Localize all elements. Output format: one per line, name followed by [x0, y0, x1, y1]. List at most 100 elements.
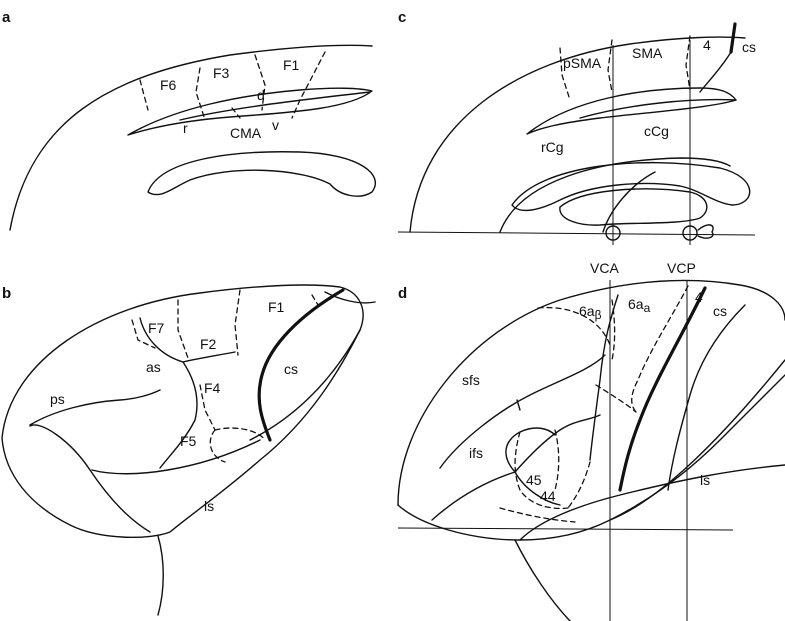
panel-c-border-sma-4	[685, 35, 691, 91]
label-cs-c: cs	[742, 39, 756, 55]
panel-c-posterior-commissure	[682, 225, 698, 241]
panel-b-border-f5	[214, 427, 266, 441]
panel-c-hemisphere-outline	[409, 36, 746, 233]
panel-c-corpus-callosum	[511, 161, 751, 212]
panel-d-precentral-sulcus	[589, 294, 619, 461]
panel-d: d VCA VCP 6aβ 6aa 4 cs sfs ifs 45 44	[397, 260, 785, 621]
label-f3: F3	[213, 65, 230, 81]
panel-a-border-f6-f3	[195, 67, 206, 121]
panel-d-central-sulcus	[618, 286, 707, 492]
panel-d-sfs-branch	[516, 399, 521, 411]
label-6a-beta: 6aβ	[579, 303, 602, 322]
panel-a-border-f3-f1	[254, 54, 266, 111]
label-cs-b: cs	[284, 361, 298, 377]
panel-b-sylvian	[249, 329, 361, 441]
panel-letter-b: b	[2, 285, 11, 302]
panel-letter-c: c	[398, 9, 406, 26]
panel-d-border-44-right	[567, 461, 591, 509]
label-6a-alpha: 6aa	[628, 296, 651, 315]
panel-c-cingulate-inner	[579, 98, 737, 119]
panel-c: c pSMA SMA 4 cs rCg cCg	[397, 9, 756, 245]
panel-c-lower-arc	[499, 157, 731, 233]
label-f7: F7	[148, 320, 165, 336]
panel-b-cs-tail	[324, 291, 376, 304]
panel-c-pineal	[697, 224, 714, 239]
panel-c-anterior-commissure	[605, 225, 621, 241]
panel-d-brainstem	[514, 539, 571, 621]
panel-b-ls-sulcus	[91, 439, 261, 475]
panel-d-border-6aa-4	[631, 285, 689, 413]
label-ifs: ifs	[469, 445, 483, 461]
panel-a: a F6 F3 F1 d r v CMA	[2, 9, 377, 231]
label-vca: VCA	[590, 260, 619, 276]
label-ls-d: ls	[700, 472, 710, 488]
panel-letter-d: d	[398, 285, 407, 302]
panel-c-ac-pc-line	[397, 231, 756, 236]
panel-a-corpus-callosum	[147, 151, 377, 197]
panel-d-border-45	[514, 431, 569, 510]
label-area-45: 45	[526, 472, 542, 488]
panel-b-hemisphere-outline	[1, 284, 364, 538]
label-ccg: cCg	[644, 123, 669, 139]
panel-b-brainstem	[157, 535, 164, 616]
panel-a-border-f1-right	[291, 51, 326, 119]
panel-d-border-6a-lower	[595, 384, 637, 413]
panel-d-border-6ab-6aa	[611, 299, 616, 361]
panel-letter-a: a	[2, 9, 11, 26]
panel-d-inferior-frontal-sulcus	[431, 414, 601, 521]
label-f6: F6	[160, 77, 177, 93]
panel-c-border-psma-front	[559, 47, 571, 101]
panel-d-superior-frontal-sulcus	[439, 354, 606, 469]
panel-b-arcuate-sulcus	[139, 317, 198, 469]
panel-d-border-6ab-front	[537, 306, 611, 346]
label-ls-b: ls	[204, 498, 214, 514]
panel-c-border-psma-sma	[607, 39, 613, 93]
panel-b: b F1 F7 F2 cs as F4 ps F5 ls	[1, 284, 376, 616]
label-f4: F4	[204, 380, 221, 396]
panel-c-cingulate	[526, 87, 737, 135]
panel-d-lateral-sulcus	[609, 374, 785, 521]
panel-a-border-r-v	[231, 107, 241, 119]
panel-b-border-f4-f1	[199, 384, 216, 431]
panel-d-temporal-lobe	[519, 464, 785, 541]
label-f2: F2	[200, 336, 217, 352]
panel-a-cingulate-upper	[127, 87, 373, 136]
panel-b-border-f2-f1	[234, 289, 241, 356]
label-sfs: sfs	[462, 372, 480, 388]
panel-b-as-upper	[182, 351, 236, 363]
panel-d-ifs-loop	[505, 427, 556, 473]
label-f1-b: F1	[268, 299, 285, 315]
label-as: as	[146, 359, 161, 375]
panel-d-postcentral	[667, 304, 746, 491]
label-v: v	[272, 117, 279, 133]
label-area-4-c: 4	[703, 37, 711, 53]
panel-a-cingulate-inner	[179, 91, 371, 121]
panel-b-principal-sulcus	[29, 389, 161, 426]
panel-c-thalamus	[559, 188, 708, 226]
label-area-44: 44	[540, 488, 556, 504]
panel-c-cs-lower	[699, 51, 732, 93]
panel-b-temporal-pole	[29, 424, 151, 533]
panel-b-border-f5-lower	[209, 429, 226, 463]
panel-a-border-f6-left	[139, 79, 149, 111]
label-cma: CMA	[230, 125, 262, 141]
label-ps: ps	[50, 391, 65, 407]
panel-d-border-45-44	[554, 429, 560, 491]
panel-d-ac-pc-line	[397, 527, 734, 531]
label-psma: pSMA	[563, 55, 602, 71]
panel-c-central-sulcus	[729, 22, 737, 54]
label-vcp: VCP	[667, 260, 696, 276]
panel-b-central-sulcus	[257, 288, 345, 442]
panel-b-border-f7-f2	[177, 299, 189, 359]
label-sma: SMA	[632, 45, 663, 61]
panel-a-hemisphere-outline	[9, 44, 373, 231]
panel-c-fornix	[602, 171, 656, 233]
panel-d-border-44-bottom	[499, 507, 576, 523]
label-r: r	[183, 120, 188, 136]
panel-b-border-top-cs	[311, 294, 319, 306]
label-d: d	[257, 87, 265, 103]
panel-d-hemisphere-outline	[397, 279, 785, 506]
panel-d-ifs-tail	[514, 471, 561, 506]
label-cs-d: cs	[713, 303, 727, 319]
